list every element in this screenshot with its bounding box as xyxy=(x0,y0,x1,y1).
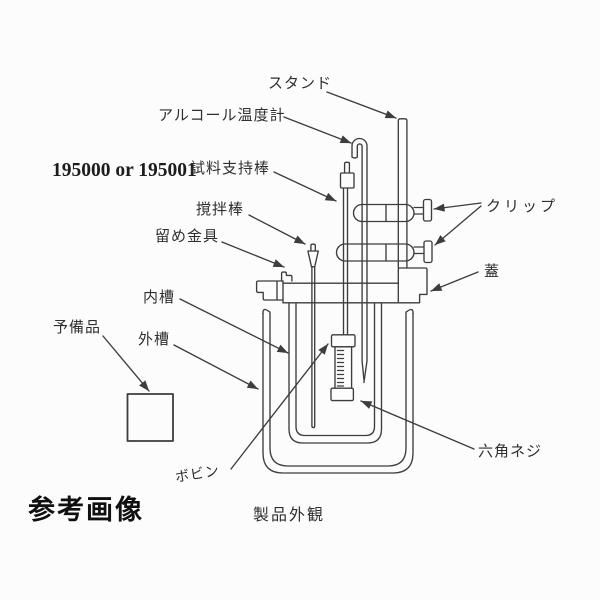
label-part-number: 195000 or 195001 xyxy=(52,160,197,181)
bobbin-ribs xyxy=(336,349,345,387)
stand-pointer xyxy=(326,91,397,119)
stirring-rod-pointer xyxy=(248,214,306,245)
label-clip: クリップ xyxy=(486,198,558,215)
caption-product-appearance: 製品外観 xyxy=(253,506,325,524)
labels: スタンド アルコール温度計 195000 or 195001 試料支持棒 撹拌棒… xyxy=(28,75,558,525)
spare-part-box xyxy=(126,393,174,442)
stand-rod xyxy=(397,118,408,269)
clip-screw-upper xyxy=(422,198,433,222)
caption-reference-image: 参考画像 xyxy=(28,494,144,525)
clip-pointer-lower xyxy=(434,205,482,246)
sample-rod-pointer xyxy=(273,171,337,202)
lid-right-block xyxy=(397,267,428,304)
fastener-fitting xyxy=(280,271,293,282)
fastener-pointer xyxy=(221,241,285,268)
support-rod-cap xyxy=(339,172,355,189)
bobbin-assembly xyxy=(330,334,356,402)
bobbin-pointer xyxy=(230,343,329,470)
label-hex-screw: 六角ネジ xyxy=(478,443,542,460)
sample-support-rod xyxy=(339,161,355,336)
label-lid: 蓋 xyxy=(484,263,500,280)
outer-tank-pointer xyxy=(173,344,259,390)
inner-tank-pointer xyxy=(179,298,289,354)
inner-tank xyxy=(288,302,383,444)
outer-tank xyxy=(262,308,414,474)
spare-part-pointer xyxy=(102,335,150,392)
label-fastener: 留め金具 xyxy=(155,228,219,245)
label-inner-tank: 内槽 xyxy=(143,289,175,306)
clip-pointer-upper xyxy=(433,202,482,212)
label-stand: スタンド xyxy=(268,75,332,92)
label-sample-support-rod: 試料支持棒 xyxy=(190,160,270,177)
label-stirring-rod: 撹拌棒 xyxy=(196,201,244,218)
lid-assembly xyxy=(255,267,428,304)
hex-screw-pointer xyxy=(360,400,475,450)
clamp-bar-lower xyxy=(335,240,433,264)
label-outer-tank: 外槽 xyxy=(138,331,170,348)
stirring-rod xyxy=(307,243,319,429)
bobbin-top-cap xyxy=(330,334,356,348)
clamp-bar-upper xyxy=(352,198,433,223)
label-spare-part: 予備品 xyxy=(53,319,101,336)
label-alcohol-thermometer: アルコール温度計 xyxy=(158,107,286,124)
bobbin-bottom-cap xyxy=(330,387,355,402)
label-bobbin: ボビン xyxy=(174,463,221,486)
thermometer-rod xyxy=(351,137,368,384)
thermometer-pointer xyxy=(283,116,352,144)
pointer-lines xyxy=(102,91,482,470)
lid-pointer xyxy=(430,271,479,292)
clip-screw-lower xyxy=(423,240,433,264)
